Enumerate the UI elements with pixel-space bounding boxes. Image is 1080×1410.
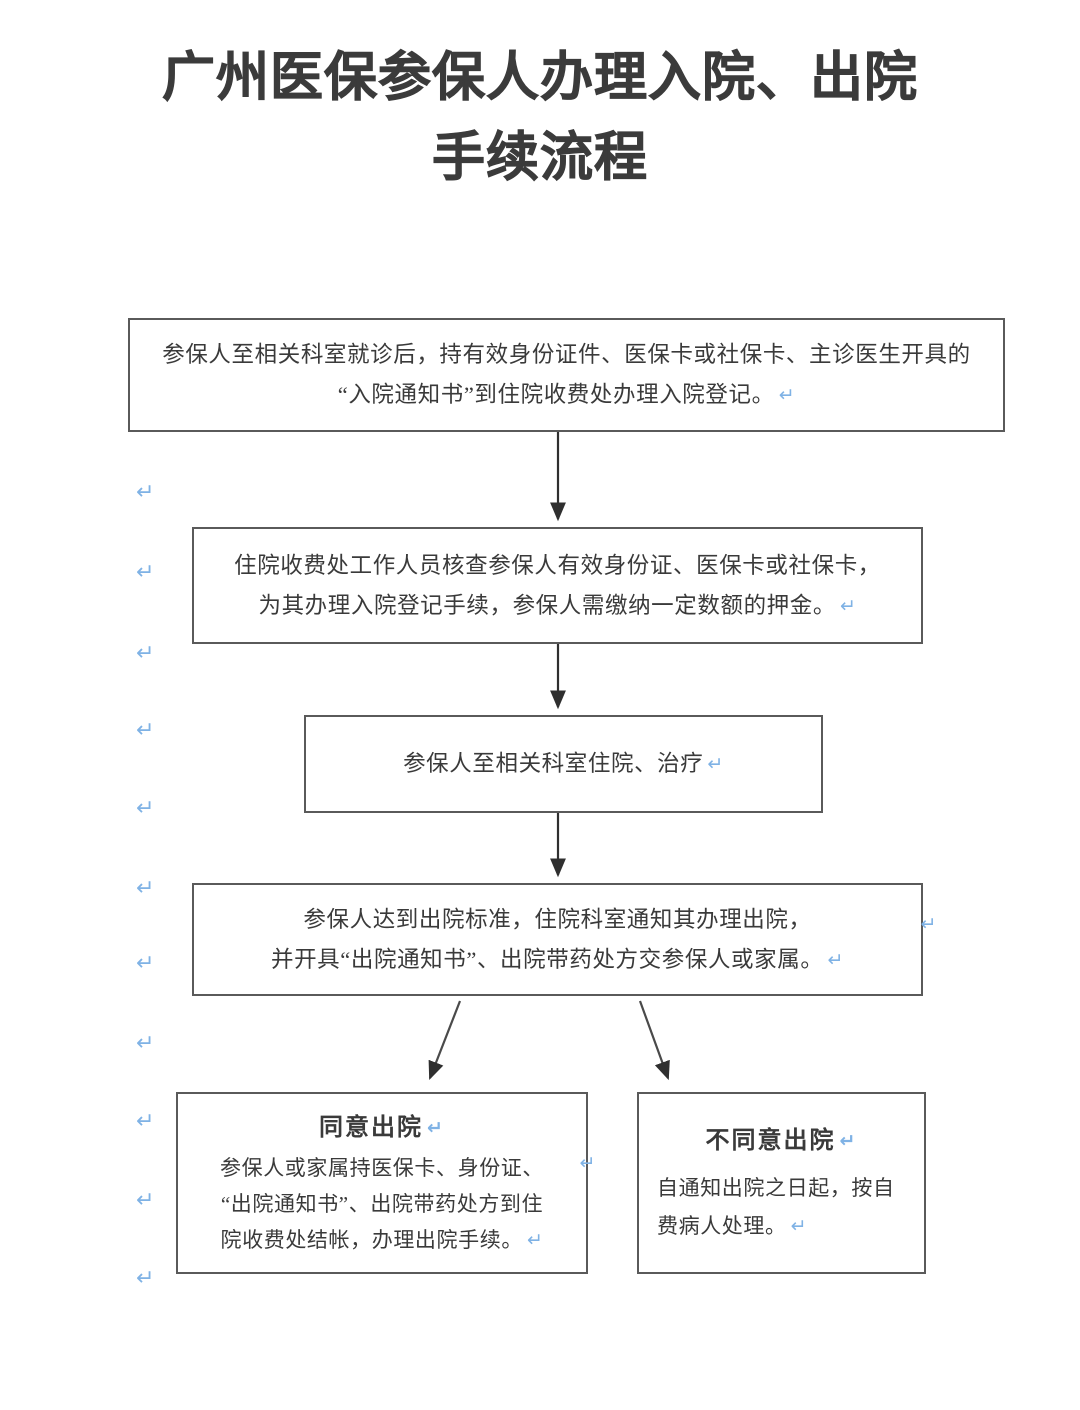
- flow-node-discharge-line-2: 并开具“出院通知书”、出院带药处方交参保人或家属。↵: [194, 940, 921, 980]
- flow-node-intake-line-2-text: “入院通知书”到住院收费处办理入院登记。: [337, 382, 775, 407]
- flow-node-intake-line-2: “入院通知书”到住院收费处办理入院登记。↵: [130, 375, 1003, 415]
- pilcrow-icon: ↵: [136, 1031, 155, 1056]
- flow-node-register[interactable]: 住院收费处工作人员核查参保人有效身份证、医保卡或社保卡， 为其办理入院登记手续，…: [192, 527, 923, 644]
- flow-node-disagree[interactable]: 不同意出院↵ 自通知出院之日起，按自 费病人处理。↵: [637, 1092, 926, 1274]
- pilcrow-icon: ↵: [839, 1130, 858, 1152]
- pilcrow-icon: ↵: [136, 1266, 155, 1291]
- flow-node-register-line-2: 为其办理入院登记手续，参保人需缴纳一定数额的押金。↵: [194, 586, 921, 626]
- flow-node-discharge[interactable]: 参保人达到出院标准，住院科室通知其办理出院， 并开具“出院通知书”、出院带药处方…: [192, 883, 936, 996]
- page-title-line-1: 广州医保参保人办理入院、出院: [162, 48, 918, 108]
- pilcrow-icon: ↵: [136, 796, 155, 821]
- flow-node-treatment[interactable]: 参保人至相关科室住院、治疗↵: [304, 715, 823, 813]
- pilcrow-icon: ↵: [136, 560, 155, 585]
- pilcrow-icon: ↵: [136, 718, 155, 743]
- flow-node-agree-line-3-text: 院收费处结帐，办理出院手续。: [220, 1228, 523, 1252]
- page-title: 广州医保参保人办理入院、出院 手续流程: [0, 38, 1080, 198]
- pilcrow-icon: ↵: [136, 1109, 155, 1134]
- flow-node-disagree-heading-text: 不同意出院: [705, 1128, 836, 1154]
- flow-node-disagree-heading: 不同意出院↵: [639, 1121, 924, 1161]
- flow-node-register-line-1: 住院收费处工作人员核查参保人有效身份证、医保卡或社保卡，: [234, 552, 881, 578]
- pilcrow-icon: ↵: [707, 753, 724, 775]
- flow-node-agree[interactable]: 同意出院↵ 参保人或家属持医保卡、身份证、 “出院通知书”、出院带药处方到住 院…: [176, 1092, 595, 1274]
- edge-discharge-to-disagree: [638, 1000, 670, 1081]
- pilcrow-icon: ↵: [790, 1215, 808, 1237]
- flow-node-disagree-line-2: 费病人处理。↵: [639, 1207, 924, 1245]
- page-title-line-2: 手续流程: [432, 128, 648, 188]
- pilcrow-icon: ↵: [136, 876, 155, 901]
- pilcrow-icon: ↵: [920, 913, 937, 935]
- pilcrow-icon: ↵: [778, 384, 796, 406]
- flow-node-discharge-line-1: 参保人达到出院标准，住院科室通知其办理出院，: [303, 906, 812, 932]
- flow-node-discharge-line-2-text: 并开具“出院通知书”、出院带药处方交参保人或家属。: [270, 946, 824, 972]
- pilcrow-icon: ↵: [839, 594, 857, 617]
- pilcrow-icon: ↵: [427, 1117, 445, 1139]
- flow-node-disagree-line-2-text: 费病人处理。: [657, 1214, 787, 1238]
- pilcrow-icon: ↵: [136, 641, 155, 666]
- flow-node-agree-line-2: “出院通知书”、出院带药处方到住: [220, 1192, 544, 1216]
- pilcrow-icon: ↵: [579, 1152, 596, 1174]
- edge-discharge-to-agree: [428, 1000, 462, 1081]
- flow-node-intake-line-1: 参保人至相关科室就诊后，持有效身份证件、医保卡或社保卡、主诊医生开具的: [162, 342, 971, 367]
- pilcrow-icon: ↵: [526, 1229, 544, 1251]
- flow-node-disagree-line-1: 自通知出院之日起，按自: [657, 1176, 895, 1200]
- flow-node-treatment-line-1: 参保人至相关科室住院、治疗↵: [306, 744, 821, 784]
- flow-node-agree-heading: 同意出院↵: [178, 1108, 586, 1148]
- pilcrow-icon: ↵: [136, 951, 155, 976]
- flow-node-agree-line-1: 参保人或家属持医保卡、身份证、: [220, 1156, 544, 1180]
- flow-node-intake[interactable]: 参保人至相关科室就诊后，持有效身份证件、医保卡或社保卡、主诊医生开具的 “入院通…: [128, 318, 1005, 432]
- flow-node-agree-heading-text: 同意出院: [319, 1115, 424, 1141]
- flow-node-register-line-2-text: 为其办理入院登记手续，参保人需缴纳一定数额的押金。: [258, 592, 836, 618]
- pilcrow-icon: ↵: [827, 948, 844, 971]
- flow-node-treatment-line-1-text: 参保人至相关科室住院、治疗: [403, 751, 704, 776]
- flow-node-agree-line-3: 院收费处结帐，办理出院手续。↵: [178, 1222, 586, 1258]
- pilcrow-icon: ↵: [136, 1188, 155, 1213]
- pilcrow-icon: ↵: [136, 480, 155, 505]
